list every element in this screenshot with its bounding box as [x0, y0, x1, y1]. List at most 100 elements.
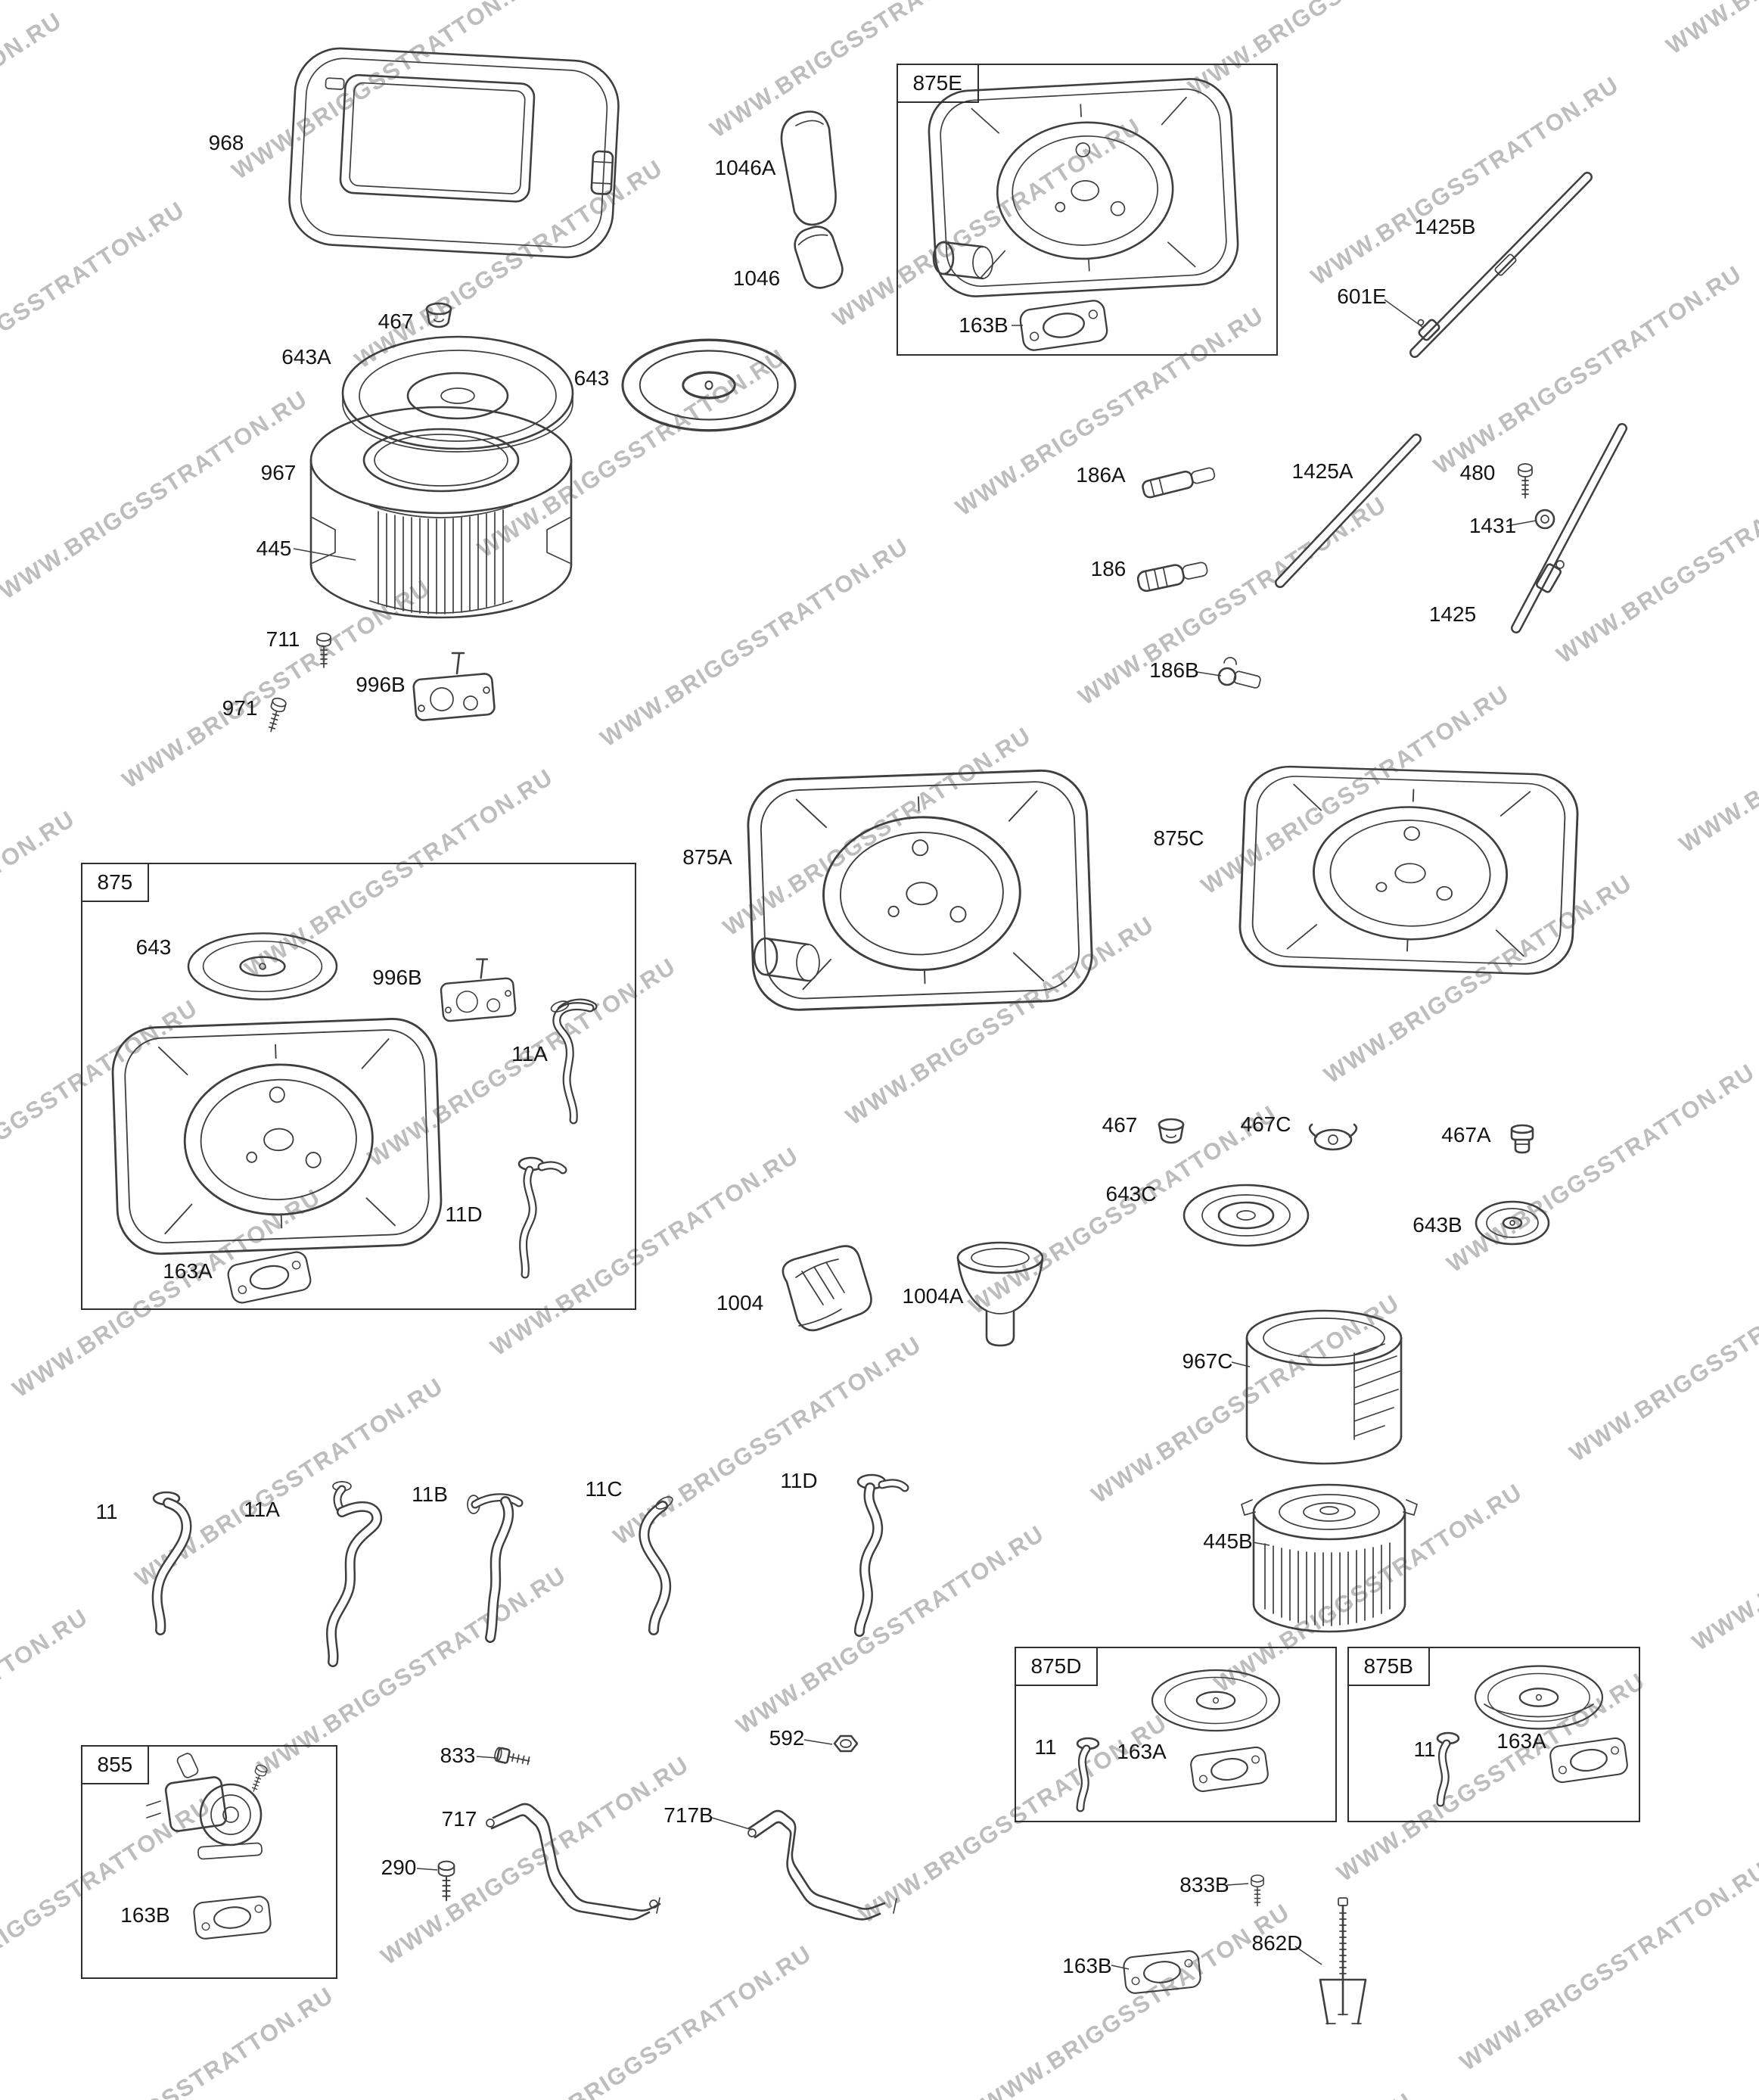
- part-1425A-drawing: [1275, 434, 1422, 588]
- part-label-1046A: 1046A: [714, 156, 776, 179]
- part-643-875B-drawing: [1474, 1665, 1604, 1730]
- part-label-996B-875: 996B: [372, 966, 422, 989]
- leader-lines: [293, 299, 1537, 1970]
- part-11D-875-hose-drawing: [517, 1156, 567, 1279]
- part-label-592: 592: [769, 1726, 805, 1750]
- part-label-711: 711: [266, 627, 300, 651]
- part-855-valve-drawing: [146, 1753, 269, 1860]
- part-label-467C: 467C: [1240, 1112, 1291, 1136]
- part-643B-drawing: [1475, 1200, 1550, 1246]
- part-1425B-drawing: [1409, 172, 1593, 358]
- part-label-11A: 11A: [244, 1498, 280, 1521]
- part-label-186B: 186B: [1149, 658, 1199, 682]
- part-label-290: 290: [381, 1856, 417, 1879]
- part-592-nut-drawing: [833, 1734, 859, 1753]
- group-label-855: 855: [80, 1744, 150, 1784]
- part-717B-bracket-drawing: [747, 1809, 897, 1921]
- part-643A-drawing: [341, 335, 574, 453]
- part-643C-drawing: [1183, 1184, 1310, 1247]
- part-label-11: 11: [95, 1500, 118, 1523]
- part-label-11B: 11B: [412, 1482, 448, 1506]
- part-833-bolt-drawing: [494, 1747, 530, 1766]
- part-1431-washer-drawing: [1534, 509, 1555, 530]
- part-label-968: 968: [208, 131, 244, 154]
- part-label-1425B: 1425B: [1414, 215, 1476, 238]
- part-label-467-top: 467: [378, 310, 414, 333]
- part-11A-875-hose-drawing: [550, 998, 598, 1125]
- part-875E-pan-drawing: [925, 76, 1242, 300]
- part-11D-hose-drawing: [854, 1473, 909, 1637]
- part-label-996B-top: 996B: [356, 673, 406, 696]
- part-label-163A-875: 163A: [163, 1259, 213, 1283]
- part-label-601E: 601E: [1337, 285, 1387, 308]
- group-label-875E: 875E: [896, 63, 979, 103]
- part-label-11-875B: 11: [1413, 1738, 1436, 1761]
- part-label-643C: 643C: [1105, 1182, 1157, 1206]
- part-label-643A: 643A: [281, 345, 331, 369]
- part-label-11C: 11C: [585, 1477, 623, 1501]
- part-label-875A: 875A: [682, 845, 732, 869]
- part-label-163A-875B: 163A: [1496, 1729, 1546, 1753]
- group-label-875D: 875D: [1014, 1646, 1099, 1686]
- part-label-971: 971: [222, 696, 258, 720]
- part-label-1046: 1046: [732, 266, 781, 290]
- part-601E-clamp-drawing: [1417, 319, 1440, 341]
- part-label-11D-875: 11D: [445, 1202, 483, 1226]
- part-445B-drawing: [1241, 1483, 1418, 1633]
- part-label-643-top: 643: [573, 366, 610, 390]
- group-box-875: 875: [80, 862, 636, 1310]
- part-label-445B: 445B: [1203, 1529, 1253, 1553]
- part-967-445-drawing: [309, 406, 573, 619]
- part-186A-drawing: [1142, 467, 1216, 499]
- part-label-967: 967: [260, 461, 297, 484]
- part-1004A-drawing: [956, 1241, 1044, 1347]
- part-label-467A: 467A: [1441, 1123, 1491, 1146]
- part-label-1425A: 1425A: [1291, 459, 1353, 483]
- group-box-875E: 875E: [896, 63, 1278, 356]
- part-label-862D: 862D: [1251, 1931, 1303, 1955]
- part-label-833: 833: [440, 1744, 476, 1767]
- group-box-875B: 875B: [1347, 1646, 1640, 1822]
- part-label-833B: 833B: [1179, 1873, 1229, 1896]
- group-label-875B: 875B: [1347, 1646, 1430, 1686]
- part-967C-drawing: [1245, 1309, 1403, 1465]
- part-875A-pan-drawing: [745, 767, 1095, 1013]
- part-11B-hose-drawing: [467, 1493, 524, 1643]
- group-box-875D: 875D: [1014, 1646, 1337, 1822]
- part-label-186A: 186A: [1076, 463, 1126, 487]
- part-11C-hose-drawing: [639, 1496, 673, 1635]
- part-label-480: 480: [1459, 461, 1496, 484]
- part-186-drawing: [1136, 562, 1208, 593]
- part-label-163B-bot: 163B: [1062, 1954, 1112, 1977]
- part-label-11A-875: 11A: [511, 1042, 548, 1066]
- part-186B-drawing: [1217, 657, 1261, 689]
- part-label-11D: 11D: [780, 1469, 818, 1492]
- part-11-875B-hose-drawing: [1436, 1731, 1460, 1807]
- part-1425-drawing: [1511, 423, 1627, 633]
- part-968-drawing: [288, 47, 620, 259]
- part-label-643B: 643B: [1412, 1213, 1462, 1237]
- part-label-967C: 967C: [1182, 1349, 1233, 1373]
- part-label-717: 717: [441, 1807, 477, 1831]
- part-11A-hose-drawing: [325, 1481, 383, 1667]
- part-label-643-875: 643: [135, 935, 172, 959]
- part-467A-drawing: [1510, 1124, 1534, 1154]
- part-label-1425: 1425: [1428, 602, 1477, 626]
- part-label-717B: 717B: [664, 1803, 713, 1827]
- part-label-163B-875E: 163B: [959, 313, 1008, 337]
- group-label-875: 875: [80, 862, 150, 902]
- part-label-11-875D: 11: [1034, 1735, 1057, 1759]
- part-11-875D-hose-drawing: [1076, 1737, 1100, 1812]
- part-11-hose-drawing: [151, 1491, 192, 1635]
- part-label-445: 445: [256, 537, 292, 560]
- part-717-bracket-drawing: [486, 1803, 661, 1921]
- part-label-163A-875D: 163A: [1117, 1740, 1167, 1763]
- part-862D-drawing: [1319, 1897, 1367, 2025]
- part-label-186: 186: [1090, 557, 1127, 580]
- part-label-1431: 1431: [1468, 514, 1517, 537]
- part-label-467-mid: 467: [1102, 1113, 1138, 1137]
- part-1046-drawing: [794, 226, 844, 289]
